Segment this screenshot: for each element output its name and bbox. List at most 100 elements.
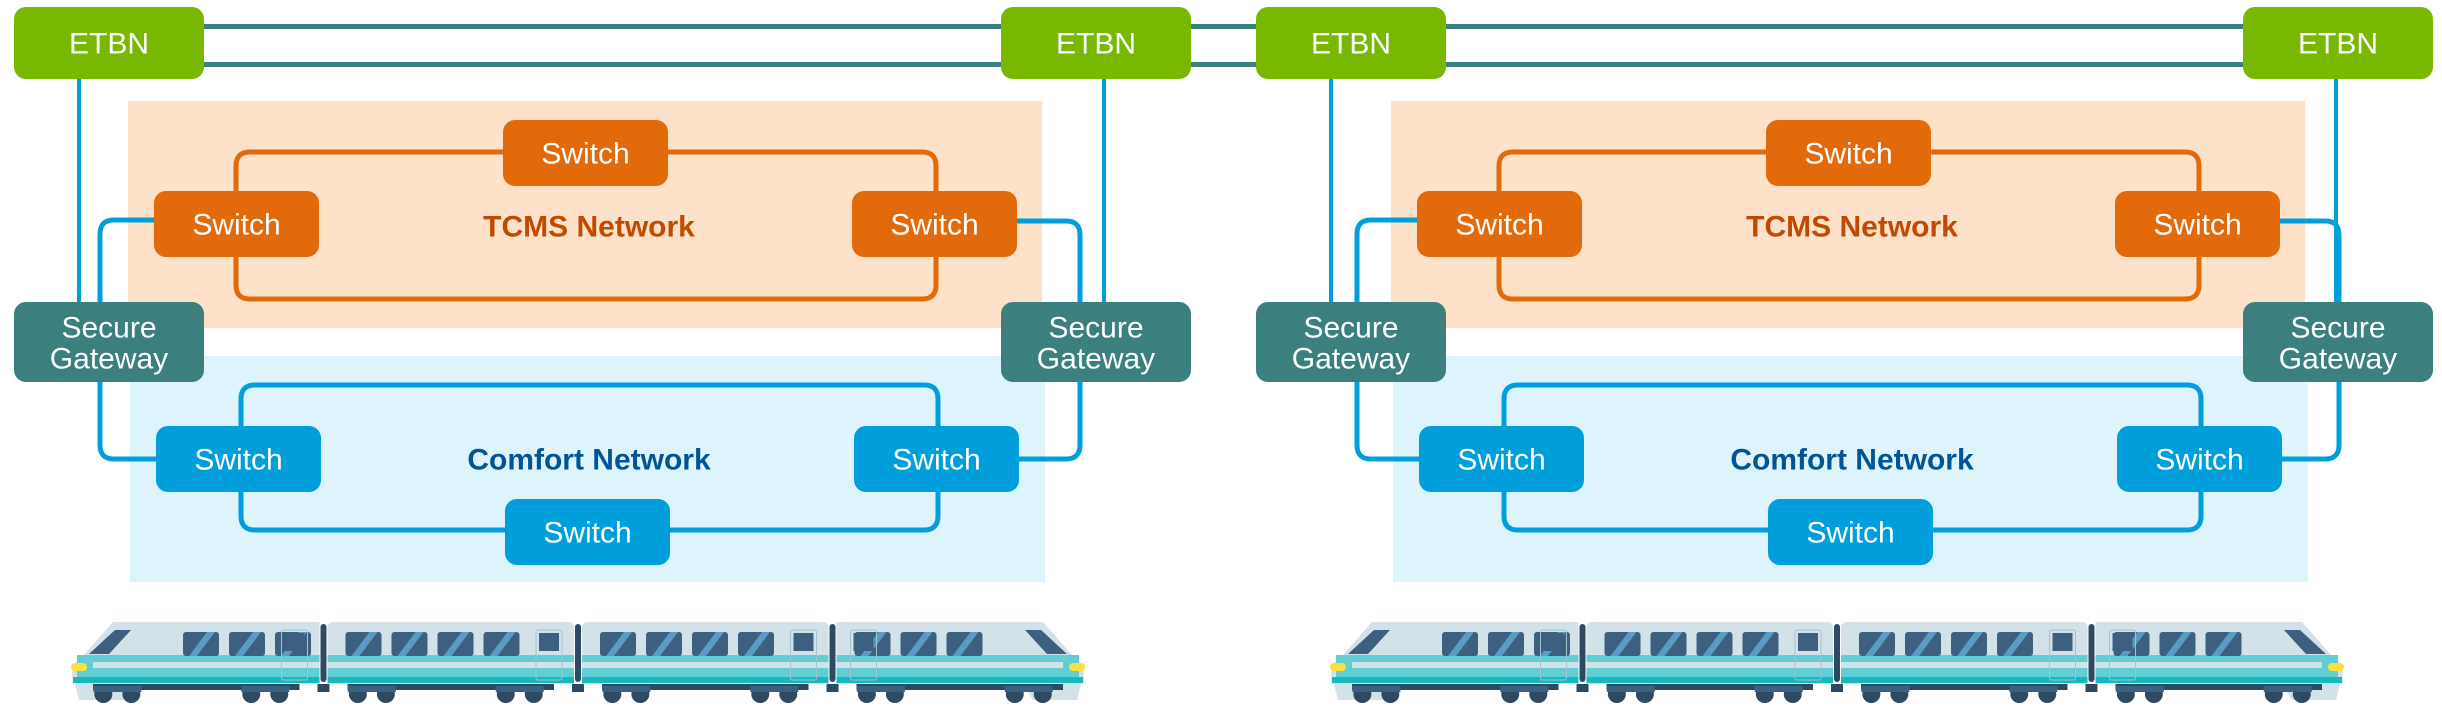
coupler	[1579, 624, 1586, 682]
gateway-comfort-link-left	[1354, 382, 1419, 462]
comfort-switch-left[interactable]: Switch	[1419, 426, 1584, 492]
window-glare	[235, 632, 261, 656]
bogie	[241, 686, 290, 692]
train-car	[1841, 622, 2098, 703]
comfort-switch-left-box[interactable]	[1419, 426, 1584, 492]
secure-gateway-left-label-line2: Gateway	[1292, 343, 1410, 376]
coupler	[2088, 624, 2095, 682]
secure-gateway-right-label-line1: Secure	[1048, 312, 1143, 345]
car-stripe-dark	[2095, 677, 2342, 683]
tcms-switch-left[interactable]: Switch	[154, 191, 319, 257]
coupler-joint	[826, 684, 839, 692]
cab-window	[1348, 630, 1390, 654]
comfort-network-label: Comfort Network	[1730, 444, 1974, 477]
etbn-node-right-label: ETBN	[1056, 28, 1136, 61]
window-glare	[351, 632, 378, 656]
window-glare	[397, 632, 424, 656]
tcms-switch-right-box[interactable]	[852, 191, 1017, 257]
comfort-switch-bottom[interactable]: Switch	[505, 499, 670, 565]
door-window	[1543, 633, 1564, 651]
train-icon	[1330, 622, 2344, 703]
window-glare	[606, 632, 632, 656]
tcms-switch-top-box[interactable]	[1766, 120, 1931, 186]
comfort-switch-bottom-box[interactable]	[1768, 499, 1933, 565]
window-glare	[1865, 632, 1891, 656]
coupler-joint	[572, 684, 584, 692]
comfort-ring-link	[1501, 382, 2204, 533]
comfort-switch-bottom-box[interactable]	[505, 499, 670, 565]
train-car	[1586, 622, 1843, 703]
gateway-tcms-link-left	[1354, 217, 1417, 302]
comfort-switch-right-box[interactable]	[2117, 426, 2282, 492]
etbn-node-left-label: ETBN	[69, 28, 149, 61]
comfort-switch-bottom[interactable]: Switch	[1768, 499, 1933, 565]
etbn-node-left[interactable]: ETBN	[14, 7, 204, 79]
tcms-switch-left-box[interactable]	[154, 191, 319, 257]
door-window	[539, 633, 559, 651]
etbn-gateway-link-left	[77, 79, 81, 302]
door	[281, 629, 308, 681]
tcms-switch-top-label: Switch	[541, 138, 629, 171]
bogie	[2263, 686, 2312, 692]
tcms-switch-right-box[interactable]	[2115, 191, 2280, 257]
comfort-network-label: Comfort Network	[467, 444, 711, 477]
comfort-switch-right[interactable]: Switch	[2117, 426, 2282, 492]
tcms-ring-link	[1496, 149, 2202, 302]
car-stripe-light	[1352, 662, 1579, 668]
etbn-gateway-link-right	[1102, 79, 1106, 302]
comfort-switch-left-box[interactable]	[156, 426, 321, 492]
bogie	[2009, 686, 2058, 692]
undercarriage	[1352, 684, 1559, 690]
window-glare	[2211, 632, 2238, 656]
etbn-node-right[interactable]: ETBN	[2243, 7, 2433, 79]
window-glare	[2003, 632, 2029, 656]
tcms-switch-right[interactable]: Switch	[2115, 191, 2280, 257]
tcms-switch-top[interactable]: Switch	[1766, 120, 1931, 186]
secure-gateway-right-box[interactable]	[2243, 302, 2433, 382]
tcms-switch-right[interactable]: Switch	[852, 191, 1017, 257]
etbn-node-right-box[interactable]	[2243, 7, 2433, 79]
secure-gateway-left-box[interactable]	[14, 302, 204, 382]
bogie	[750, 686, 799, 692]
secure-gateway-left-box[interactable]	[1256, 302, 1446, 382]
bogie	[1004, 686, 1053, 692]
etbn-node-left-box[interactable]	[1256, 7, 1446, 79]
comfort-switch-left[interactable]: Switch	[156, 426, 321, 492]
window-glare	[2165, 632, 2192, 656]
etbn-node-right-box[interactable]	[1001, 7, 1191, 79]
tcms-switch-top[interactable]: Switch	[503, 120, 668, 186]
cab-window	[89, 630, 131, 654]
etbn-node-right[interactable]: ETBN	[1001, 7, 1191, 79]
comfort-switch-right-box[interactable]	[854, 426, 1019, 492]
coupler-joint	[1576, 684, 1589, 692]
comfort-switch-right[interactable]: Switch	[854, 426, 1019, 492]
comfort-switch-left-label: Switch	[1457, 444, 1545, 477]
etbn-node-left[interactable]: ETBN	[1256, 7, 1446, 79]
headlight	[2328, 663, 2344, 671]
backbone-line-lower	[14, 62, 2432, 67]
window-glare	[1748, 632, 1775, 656]
door	[1540, 629, 1567, 681]
etbn-gateway-link-right	[2334, 79, 2338, 302]
etbn-node-left-box[interactable]	[14, 7, 204, 79]
coupler	[575, 624, 581, 682]
comfort-switch-right-label: Switch	[2155, 444, 2243, 477]
coupler	[1834, 624, 1840, 682]
bogie	[2115, 686, 2164, 692]
door	[2049, 629, 2076, 681]
tcms-switch-top-box[interactable]	[503, 120, 668, 186]
tcms-switch-right-label: Switch	[2153, 209, 2241, 242]
tcms-switch-left[interactable]: Switch	[1417, 191, 1582, 257]
secure-gateway-right-box[interactable]	[1001, 302, 1191, 382]
door-window	[2052, 633, 2073, 651]
train-car	[71, 622, 330, 703]
tcms-switch-left-box[interactable]	[1417, 191, 1582, 257]
car-stripe-light	[93, 662, 320, 668]
